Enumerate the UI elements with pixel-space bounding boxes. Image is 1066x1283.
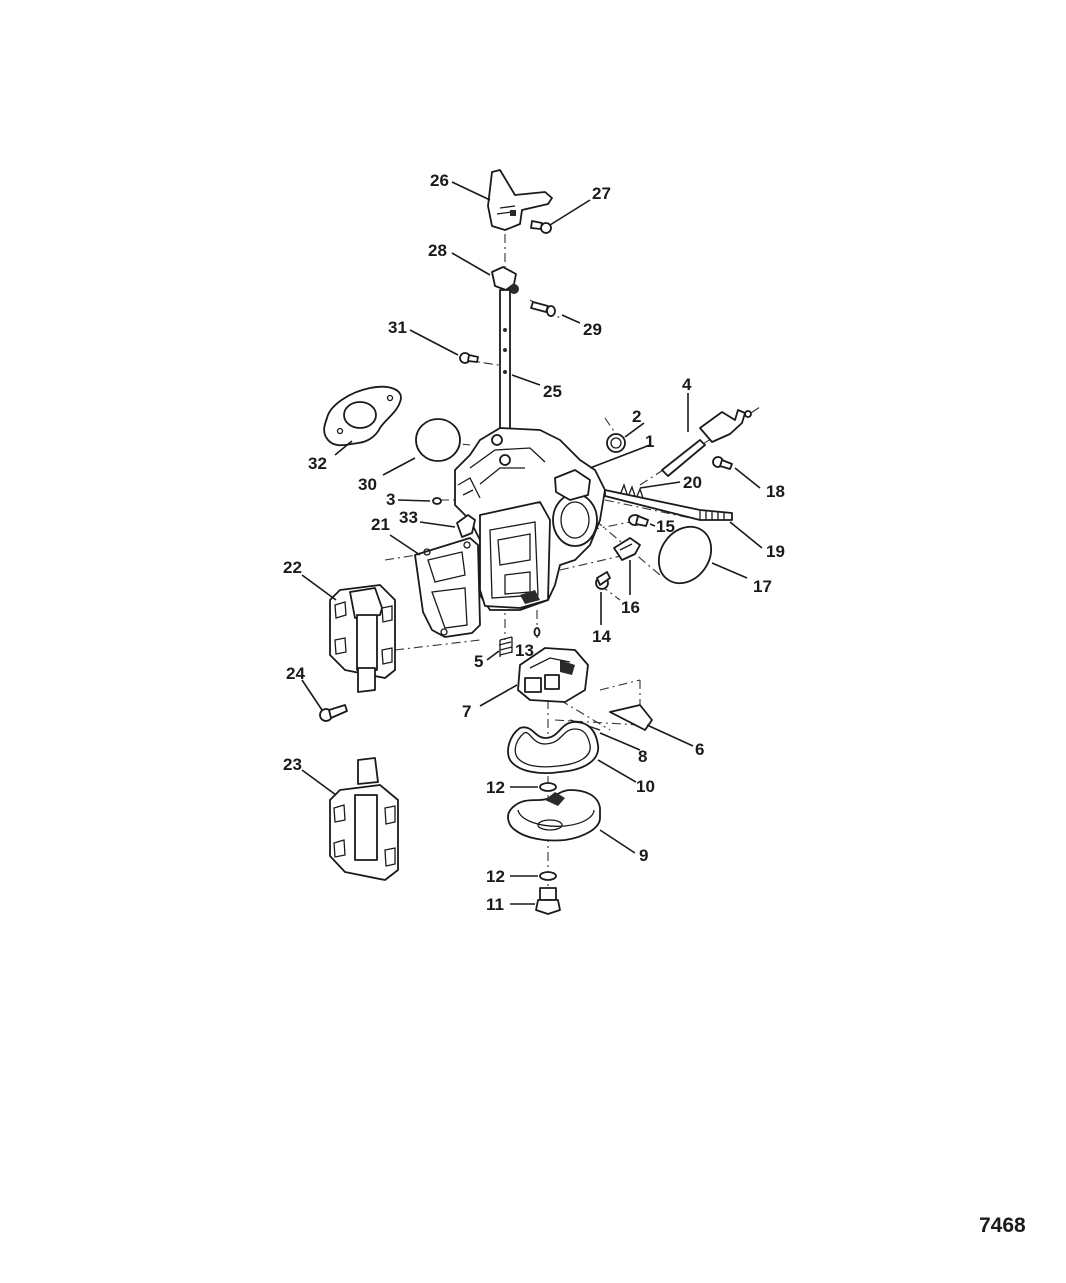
callout-1: 1: [645, 432, 654, 451]
callout-27: 27: [592, 184, 611, 203]
callout-labels: 1 2 3 4 5 6 7 8 9 10 11 12 12 13 14 15 1…: [283, 171, 785, 914]
callout-32: 32: [308, 454, 327, 473]
callout-10: 10: [636, 777, 655, 796]
callout-9: 9: [639, 846, 648, 865]
part-28-shaft-lever: [491, 266, 519, 294]
callout-29: 29: [583, 320, 602, 339]
callout-28: 28: [428, 241, 447, 260]
part-30-diaphragm: [415, 418, 461, 462]
callout-23: 23: [283, 755, 302, 774]
callout-22: 22: [283, 558, 302, 577]
part-29-screw: [530, 301, 556, 317]
callout-16: 16: [621, 598, 640, 617]
callout-19: 19: [766, 542, 785, 561]
part-21-gasket: [414, 537, 481, 638]
part-24-screw: [319, 704, 348, 722]
callout-33: 33: [399, 508, 418, 527]
part-25-shaft: [499, 289, 511, 431]
callout-18: 18: [766, 482, 785, 501]
callout-30: 30: [358, 475, 377, 494]
callout-21: 21: [371, 515, 390, 534]
part-11-drain-plug: [535, 887, 561, 915]
callout-4: 4: [682, 375, 692, 394]
part-20-spring: [619, 483, 645, 502]
callout-24: 24: [286, 664, 305, 683]
callout-15: 15: [656, 517, 675, 536]
callout-11: 11: [486, 895, 504, 914]
callout-6: 6: [695, 740, 704, 759]
part-17-diaphragm: [657, 525, 713, 585]
part-27-screw: [530, 220, 552, 234]
callout-20: 20: [683, 473, 702, 492]
part-26-throttle-arm: [487, 169, 553, 231]
callout-17: 17: [753, 577, 772, 596]
part-19-needle: [604, 489, 733, 521]
figure-number: 7468: [979, 1214, 1026, 1237]
callout-3: 3: [386, 490, 395, 509]
part-33-fitting: [456, 514, 476, 538]
callout-26: 26: [430, 171, 449, 190]
part-3-check-ball: [432, 497, 442, 505]
part-12-upper-washer: [539, 782, 557, 792]
callout-12-upper: 12: [486, 778, 505, 797]
part-18-screw: [712, 456, 733, 470]
part-6-float-hinge: [609, 704, 653, 731]
callout-8: 8: [638, 747, 647, 766]
callout-25: 25: [543, 382, 562, 401]
part-2-plug: [606, 433, 626, 453]
part-15-plug: [628, 514, 649, 527]
part-12-lower-washer: [539, 871, 557, 881]
part-31-screw: [459, 352, 479, 364]
part-10-bowl-gasket: [507, 721, 599, 774]
callout-7: 7: [462, 702, 471, 721]
part-16-clip: [613, 537, 641, 561]
callout-31: 31: [388, 318, 407, 337]
part-4-needle-assembly: [661, 409, 752, 477]
part-14-screw: [595, 571, 611, 590]
part-22-fuel-pump: [329, 584, 396, 693]
leader-lines: [301, 181, 763, 905]
callout-13: 13: [515, 641, 534, 660]
part-13-inlet-needle: [533, 627, 541, 637]
callout-5: 5: [474, 652, 483, 671]
part-5-spring: [498, 636, 513, 657]
part-32-gasket: [323, 385, 402, 447]
callout-14: 14: [592, 627, 611, 646]
callout-12-lower: 12: [486, 867, 505, 886]
part-23-fuel-pump: [329, 757, 399, 881]
part-9-float-bowl: [507, 789, 601, 842]
part-1-carburetor-body: [454, 427, 606, 611]
part-7-float: [517, 647, 589, 703]
callout-2: 2: [632, 407, 641, 426]
